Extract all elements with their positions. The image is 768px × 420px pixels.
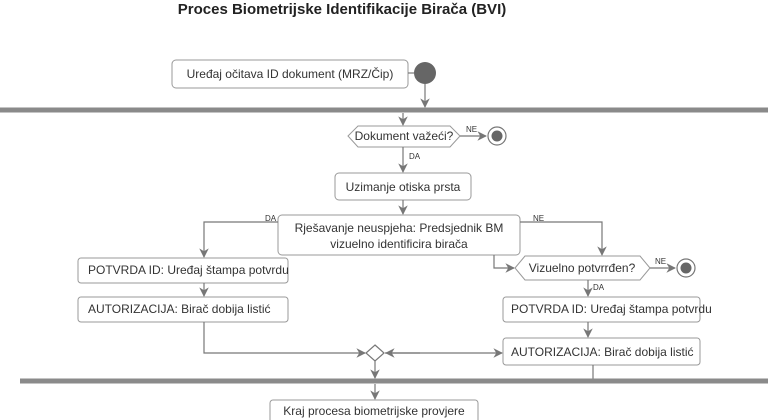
node-confirm-right: POTVRDA ID: Uređaj štampa potvrdu: [502, 296, 712, 323]
label-yes: DA: [409, 152, 421, 161]
svg-text:vizuelno identificira birača: vizuelno identificira birača: [330, 237, 468, 251]
svg-text:Dokument važeći?: Dokument važeći?: [355, 129, 454, 143]
label-no: NE: [466, 125, 477, 134]
svg-text:Kraj procesa biometrijske prov: Kraj procesa biometrijske provjere: [283, 404, 465, 418]
node-authorize-left: AUTORIZACIJA: Birač dobija listić: [77, 296, 289, 323]
svg-text:AUTORIZACIJA: Birač dobija lis: AUTORIZACIJA: Birač dobija listić: [511, 345, 694, 359]
svg-text:POTVRDA ID: Uređaj štampa potv: POTVRDA ID: Uređaj štampa potvrdu: [88, 263, 289, 277]
merge-diamond-icon: [365, 344, 385, 362]
label-no: NE: [533, 214, 544, 223]
node-authorize-right: AUTORIZACIJA: Birač dobija listić: [502, 337, 701, 366]
svg-text:Rješavanje neuspjeha: Predsjed: Rješavanje neuspjeha: Predsjednik BM: [295, 221, 504, 235]
svg-text:Uređaj očitava ID dokument (MR: Uređaj očitava ID dokument (MRZ/Čip): [187, 66, 394, 81]
diagram-title: Proces Biometrijske Identifikacije Birač…: [178, 1, 506, 18]
svg-text:AUTORIZACIJA: Birač dobija lis: AUTORIZACIJA: Birač dobija listić: [88, 302, 271, 316]
decision-visually-confirmed: Vizuelno potvrrđen?: [514, 255, 651, 281]
start-node-icon: [414, 62, 436, 84]
node-resolve-failure: Rješavanje neuspjeha: Predsjednik BM viz…: [277, 214, 521, 256]
label-yes: DA: [593, 283, 605, 292]
node-end: Kraj procesa biometrijske provjere: [269, 399, 479, 420]
decision-document-valid: Dokument važeći?: [347, 125, 461, 148]
label-yes: DA: [265, 214, 277, 223]
label-no: NE: [655, 257, 666, 266]
svg-text:Vizuelno potvrrđen?: Vizuelno potvrrđen?: [529, 261, 636, 275]
svg-text:Uzimanje otiska prsta: Uzimanje otiska prsta: [346, 180, 461, 194]
svg-text:POTVRDA ID: Uređaj štampa potv: POTVRDA ID: Uređaj štampa potvrdu: [511, 302, 712, 316]
node-confirm-left: POTVRDA ID: Uređaj štampa potvrdu: [77, 257, 289, 284]
end-node-icon: [487, 126, 507, 146]
node-fingerprint: Uzimanje otiska prsta: [334, 172, 472, 201]
end-node-icon: [676, 258, 696, 278]
node-read-document: Uređaj očitava ID dokument (MRZ/Čip): [171, 59, 409, 89]
